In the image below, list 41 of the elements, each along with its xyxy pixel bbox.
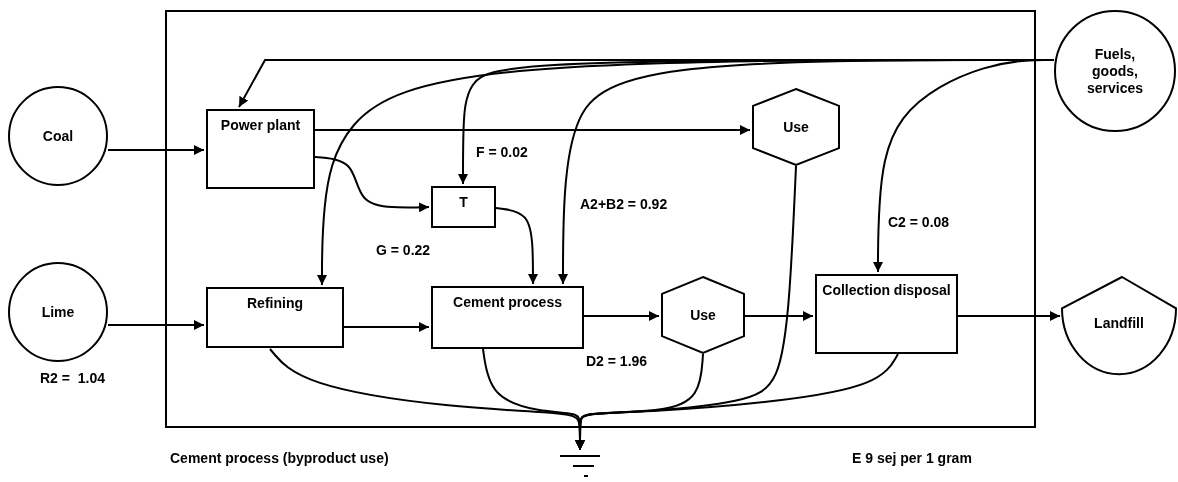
edge-label: C2 = 0.08 bbox=[886, 214, 952, 230]
process-box bbox=[815, 274, 958, 354]
flow-arrow bbox=[107, 320, 205, 330]
flow-arrow bbox=[495, 207, 538, 285]
use-hexagon bbox=[661, 276, 745, 354]
node-label: Refining bbox=[247, 295, 303, 312]
edge-label: G = 0.22 bbox=[374, 242, 433, 258]
flow-arrow bbox=[107, 145, 205, 155]
system-boundary bbox=[165, 10, 1036, 428]
caption-text: Cement process (byproduct use) bbox=[170, 450, 389, 466]
flow-arrow bbox=[744, 311, 814, 321]
node-label: Coal bbox=[42, 127, 74, 145]
node-label: Lime bbox=[41, 303, 75, 321]
flow-arrow bbox=[314, 156, 430, 213]
caption-text: E 9 sej per 1 gram bbox=[852, 450, 972, 466]
use-hexagon bbox=[752, 88, 840, 166]
node-label: Fuels, goods, services bbox=[1085, 45, 1145, 97]
flow-arrow bbox=[873, 59, 1055, 273]
flow-value: R2 = 1.04 bbox=[40, 370, 105, 386]
landfill-shape bbox=[1061, 276, 1177, 374]
node-label: Landfill bbox=[1094, 314, 1144, 332]
process-box bbox=[206, 287, 344, 348]
edge-label: D2 = 1.96 bbox=[584, 353, 650, 369]
flow-arrow bbox=[583, 311, 660, 321]
edge-label: F = 0.02 bbox=[474, 144, 530, 160]
flow-arrow bbox=[957, 311, 1061, 321]
node-label: Use bbox=[783, 118, 809, 136]
flow-arrow bbox=[314, 125, 751, 135]
edge-label: A2+B2 = 0.92 bbox=[578, 196, 670, 212]
process-box bbox=[431, 286, 584, 349]
node-label: Power plant bbox=[220, 117, 301, 134]
process-box bbox=[431, 186, 496, 228]
process-box bbox=[206, 109, 315, 189]
flow-arrow bbox=[575, 353, 899, 451]
node-label: Cement process bbox=[453, 294, 562, 311]
source-circle bbox=[8, 86, 108, 186]
node-label: Use bbox=[690, 306, 716, 324]
flow-arrow bbox=[343, 322, 430, 332]
source-circle bbox=[1054, 10, 1176, 132]
node-label: T bbox=[459, 194, 468, 211]
node-label: Collection disposal bbox=[822, 282, 951, 299]
